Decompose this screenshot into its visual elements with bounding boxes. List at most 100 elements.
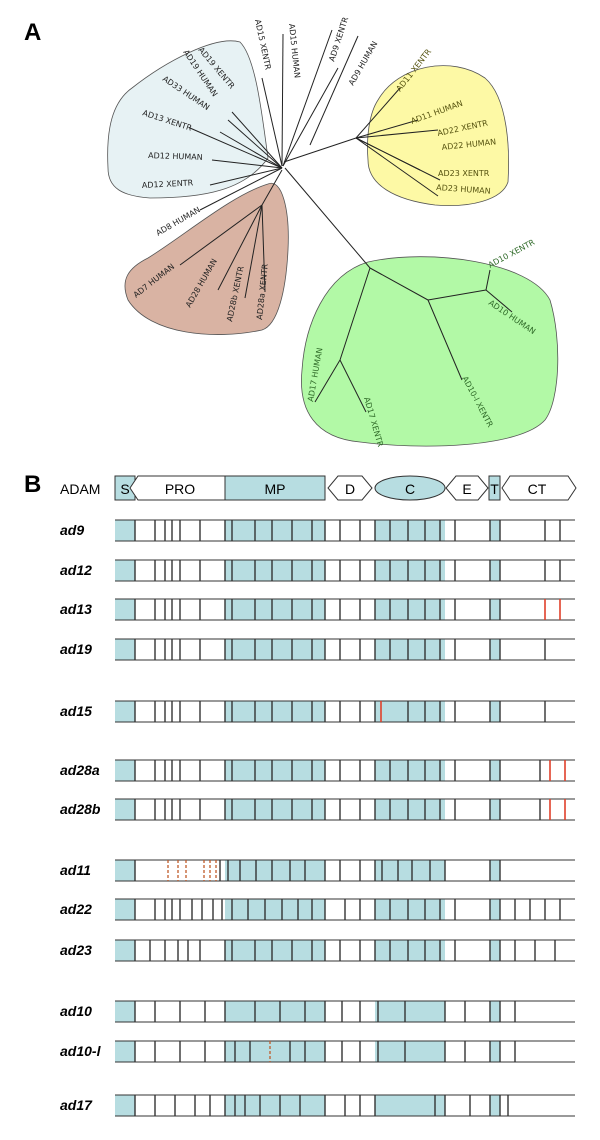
domain-shade (375, 1041, 445, 1062)
leaf-label: AD9 HUMAN (347, 40, 380, 87)
cluster-blue (107, 40, 269, 199)
domain-shade (490, 899, 500, 920)
domain-shade (490, 1041, 500, 1062)
domain-shade (115, 520, 135, 541)
domain-shade (375, 560, 445, 581)
domain-d (327, 475, 373, 501)
cluster-green (301, 256, 559, 447)
domain-shade (490, 1001, 500, 1022)
gene-row-track (115, 940, 575, 961)
domain-shade (225, 799, 325, 820)
domain-shade (490, 860, 500, 881)
domain-ct-label: CT (528, 481, 547, 497)
leaf-label: AD12 HUMAN (148, 151, 203, 162)
panel-a-letter: A (24, 19, 41, 46)
domain-shade (115, 701, 135, 722)
leaf-label: AD10 XENTR (487, 238, 537, 270)
domain-shade (375, 1001, 445, 1022)
gene-row-track (115, 1041, 575, 1062)
leaf-label: AD23 XENTR (438, 169, 490, 178)
panel-b-letter: B (24, 471, 41, 498)
domain-shade (115, 760, 135, 781)
domain-shade (225, 1041, 325, 1062)
gene-row-track (115, 799, 575, 820)
domain-shade (375, 760, 445, 781)
row-label: ad12 (60, 562, 92, 578)
row-label: ad28a (60, 762, 100, 778)
domain-mp-label: MP (265, 481, 286, 497)
gene-row-shapes (115, 519, 575, 1117)
domain-shade (225, 701, 325, 722)
domain-d-label: D (345, 481, 355, 497)
domain-shade (225, 639, 325, 660)
domain-shade (225, 860, 325, 881)
domain-shade (375, 940, 445, 961)
domain-shade (115, 860, 135, 881)
domain-t (488, 475, 501, 501)
leaf-label: AD9 XENTR (327, 15, 350, 62)
domain-shade (225, 520, 325, 541)
domain-shade (115, 940, 135, 961)
domain-shade (490, 701, 500, 722)
domain-shade (115, 639, 135, 660)
domain-shade (225, 899, 325, 920)
domain-pro (129, 475, 226, 501)
domain-shade (490, 599, 500, 620)
row-label: ad28b (60, 801, 101, 817)
leaf-label: AD15 XENTR (253, 19, 273, 72)
domain-shade (115, 899, 135, 920)
domain-pro-label: PRO (165, 481, 195, 497)
row-label: ad17 (60, 1097, 93, 1113)
domain-shade (490, 799, 500, 820)
domain-shade (375, 599, 445, 620)
domain-header: ADAM S PRO MP D C E T CT (60, 475, 577, 501)
gene-row-track (115, 1001, 575, 1022)
domain-shade (115, 560, 135, 581)
domain-header-label: ADAM (60, 481, 100, 497)
domain-shade (375, 701, 445, 722)
domain-mp (224, 475, 326, 501)
domain-shade (375, 520, 445, 541)
domain-shade (375, 799, 445, 820)
gene-row-track (115, 760, 575, 781)
domain-shade (225, 560, 325, 581)
leaf-label: AD15 HUMAN (287, 23, 302, 78)
domain-shade (375, 899, 445, 920)
leaf-label: AD23 HUMAN (436, 183, 491, 196)
row-label: ad22 (60, 901, 92, 917)
domain-ct (501, 475, 577, 501)
domain-shade (115, 599, 135, 620)
tree-branches (179, 29, 513, 413)
row-label: ad23 (60, 942, 92, 958)
domain-shade (225, 599, 325, 620)
domain-shade (490, 760, 500, 781)
domain-shade (225, 1001, 325, 1022)
gene-row-track (115, 599, 575, 620)
row-label: ad9 (60, 522, 84, 538)
leaf-label: AD12 XENTR (142, 178, 194, 190)
domain-shade (225, 760, 325, 781)
row-label: ad10-l (60, 1043, 102, 1059)
domain-shade (115, 799, 135, 820)
gene-rows: ad9 ad12 ad13 ad19 ad15 ad28a ad28b ad11… (60, 522, 102, 1113)
domain-e (445, 475, 489, 501)
row-label: ad15 (60, 703, 92, 719)
gene-row-track (115, 860, 575, 881)
row-label: ad13 (60, 601, 92, 617)
domain-shade (225, 940, 325, 961)
domain-c-label: C (405, 481, 415, 497)
domain-shade (115, 1041, 135, 1062)
domain-c (374, 475, 446, 501)
domain-e-label: E (462, 481, 471, 497)
domain-shade (115, 1001, 135, 1022)
domain-shade (490, 639, 500, 660)
domain-shade (490, 560, 500, 581)
gene-row-track (115, 520, 575, 541)
row-label: ad10 (60, 1003, 92, 1019)
gene-row-track (115, 639, 575, 660)
gene-row-track (115, 701, 575, 722)
domain-shade (225, 1095, 325, 1116)
gene-row-track (115, 560, 575, 581)
domain-shade (375, 1095, 445, 1116)
